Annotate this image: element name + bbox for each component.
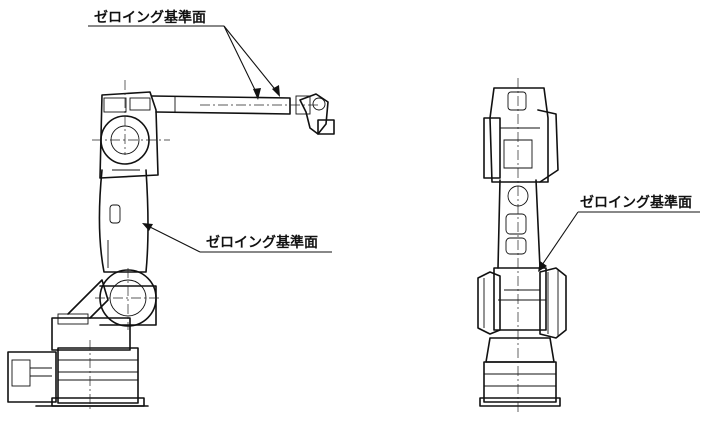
front-base xyxy=(479,337,561,407)
front-lower-body xyxy=(493,179,547,331)
side-base xyxy=(7,347,149,407)
leader-side-middle xyxy=(142,223,332,253)
side-wrist xyxy=(299,93,335,135)
side-turret xyxy=(51,279,131,351)
leader-top xyxy=(88,25,280,100)
label-front-right: ゼロイング基準面 xyxy=(580,194,692,211)
label-side-middle: ゼロイング基準面 xyxy=(206,234,318,251)
robot-side-view xyxy=(7,80,335,412)
label-top: ゼロイング基準面 xyxy=(94,9,206,26)
side-lower-arm xyxy=(98,169,149,273)
front-j2-motors xyxy=(477,267,567,339)
leader-front-right xyxy=(538,211,700,272)
robot-front-view xyxy=(477,78,567,412)
side-elbow xyxy=(99,91,159,179)
front-upper-body xyxy=(483,87,559,207)
